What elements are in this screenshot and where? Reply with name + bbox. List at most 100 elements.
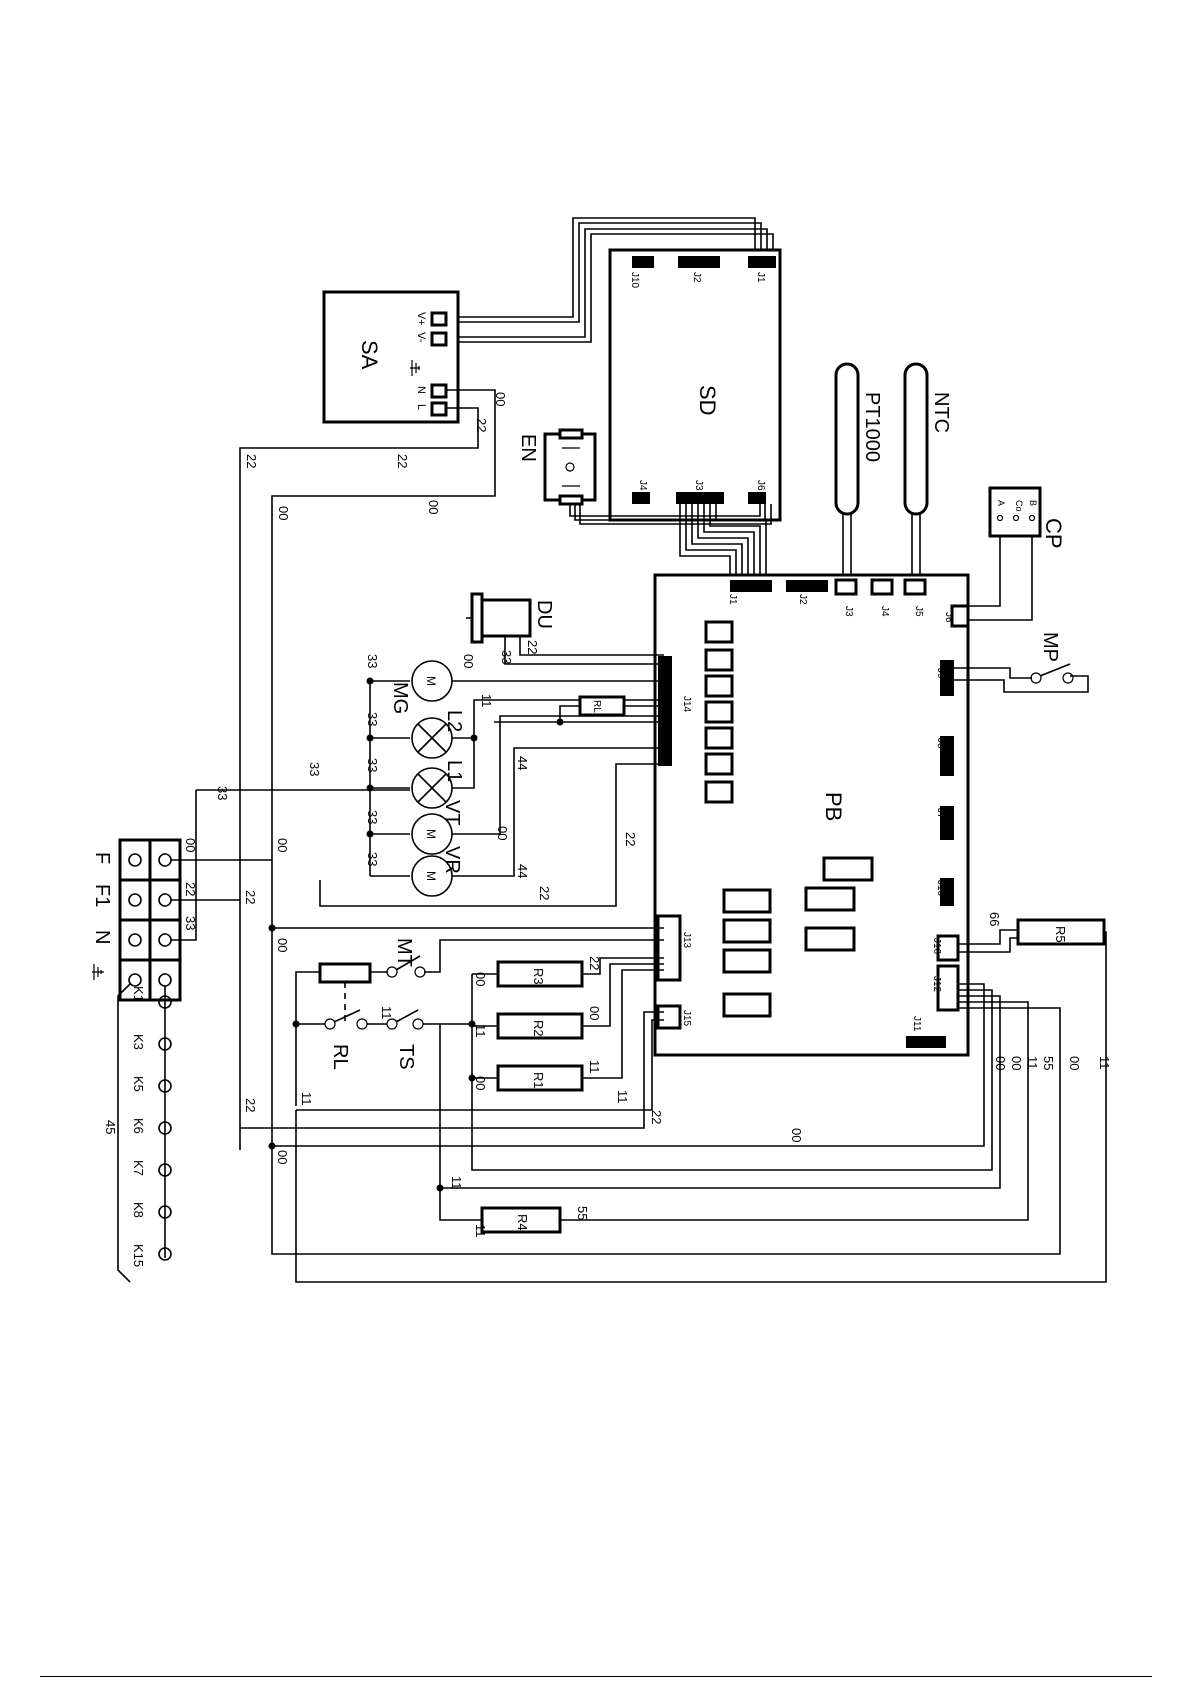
k-chain (117, 983, 172, 1283)
svg-text:22: 22 (537, 886, 552, 900)
svg-text:J3: J3 (843, 606, 854, 617)
pb-pin-headers (656, 578, 970, 1048)
svg-text:33: 33 (365, 852, 380, 866)
svg-text:J6: J6 (943, 612, 954, 623)
svg-text:J12: J12 (931, 976, 942, 993)
svg-text:J1: J1 (727, 594, 738, 605)
ntc-probe (903, 362, 929, 580)
svg-text:22: 22 (623, 832, 638, 846)
wire-label-00-vert2: 00 (275, 938, 290, 952)
wire-label-22-sa-l: 22 (474, 418, 489, 432)
svg-text:00: 00 (275, 1150, 290, 1164)
sa-power-wires (239, 389, 496, 1168)
pb-label: PB (821, 792, 846, 821)
load-junction-dots (366, 677, 478, 838)
du-component (466, 592, 664, 665)
sd-j2-label: J2 (691, 272, 702, 283)
svg-text:00: 00 (495, 826, 510, 840)
wire-label-00-sa-n: 00 (493, 392, 508, 406)
svg-text:J8: J8 (935, 738, 946, 749)
svg-text:J14: J14 (681, 696, 692, 713)
svg-text:44: 44 (515, 864, 530, 878)
r5-label: R5 (1053, 926, 1068, 943)
svg-text:22: 22 (587, 956, 602, 970)
sd-j3-label: J3 (693, 480, 704, 491)
en-component (543, 428, 772, 525)
svg-text:11: 11 (479, 694, 494, 708)
wire-label-00-left: 00 (276, 506, 291, 520)
vr-motor (411, 747, 664, 897)
mt-label: MT (393, 938, 415, 967)
svg-text:33: 33 (365, 758, 380, 772)
svg-text:M: M (424, 829, 438, 839)
rl-label: RL (329, 1044, 351, 1070)
terminal-n-label: N (91, 930, 113, 944)
wire-label-33-du: 33 (499, 650, 514, 664)
svg-text:00: 00 (1009, 1056, 1024, 1070)
terminal-block (118, 790, 272, 1002)
wire-label-22-terminal: 22 (183, 882, 198, 896)
svg-text:J13: J13 (681, 932, 692, 949)
pt1000-label: PT1000 (861, 392, 883, 462)
cp-b-label: B (1028, 500, 1038, 506)
n-bus-wire (268, 924, 664, 932)
svg-text:K7: K7 (131, 1160, 146, 1176)
svg-text:J2: J2 (797, 594, 808, 605)
sd-j1-label: J1 (755, 272, 766, 283)
svg-text:J7: J7 (935, 808, 946, 819)
pb-relays (704, 620, 874, 1018)
ts-rl-switches (292, 1009, 472, 1030)
vr-label: VR (441, 846, 463, 874)
svg-text:55: 55 (1041, 1056, 1056, 1070)
svg-text:11: 11 (449, 1176, 464, 1190)
wire-label-11-bottom: 11 (299, 1092, 314, 1106)
sa-ground-icon (410, 360, 420, 376)
wire-label-22-j15: 22 (649, 1110, 664, 1124)
r-wire-labels: 00 22 11 00 00 11 11 (473, 956, 630, 1104)
svg-text:M: M (424, 676, 438, 686)
svg-text:00: 00 (1067, 1056, 1082, 1070)
svg-text:J4: J4 (879, 606, 890, 617)
wire-label-22-du: 22 (525, 640, 540, 654)
wire-label-00-vert: 00 (275, 838, 290, 852)
mp-label: MP (1039, 632, 1061, 662)
sa-vplus-label: V+ (415, 312, 427, 326)
svg-text:33: 33 (365, 654, 380, 668)
r2-label: R2 (531, 1020, 546, 1037)
l1-lamp (411, 738, 475, 809)
svg-text:00: 00 (789, 1128, 804, 1142)
sa-n-label: N (415, 386, 427, 394)
wire-label-00-mid: 00 (426, 500, 441, 514)
svg-text:K6: K6 (131, 1118, 146, 1134)
svg-text:00: 00 (473, 972, 488, 986)
svg-text:J11: J11 (911, 1016, 922, 1032)
wire-label-22-vert: 22 (243, 890, 258, 904)
mg-motor (411, 660, 664, 702)
svg-text:00: 00 (587, 1006, 602, 1020)
ts-label: TS (395, 1044, 417, 1070)
svg-text:00: 00 (461, 654, 476, 668)
svg-text:11: 11 (1025, 1056, 1040, 1070)
svg-text:11: 11 (1097, 1056, 1112, 1070)
load-common-wires (196, 680, 410, 877)
svg-text:J10: J10 (935, 880, 946, 897)
wire-label-22-bottom: 22 (243, 1098, 258, 1112)
en-label: EN (517, 434, 539, 462)
load-wire-labels: 33 33 33 33 33 33 33 00 11 44 00 44 22 2… (215, 654, 638, 900)
svg-text:00: 00 (993, 1056, 1008, 1070)
r3-label: R3 (531, 968, 546, 985)
svg-text:J16: J16 (931, 938, 942, 955)
r-resistors (468, 957, 664, 1092)
k-labels: K1 K3 K5 K6 K7 K8 K15 45 (103, 986, 146, 1267)
cp-label: CP (1041, 518, 1066, 549)
cp-co-label: Co (1014, 500, 1024, 512)
bottom-wiring (268, 918, 1107, 1283)
wire-label-00-terminal: 00 (183, 838, 198, 852)
svg-text:J15: J15 (681, 1010, 692, 1027)
svg-text:K3: K3 (131, 1034, 146, 1050)
svg-text:44: 44 (515, 756, 530, 770)
pb-22-wire (319, 763, 664, 907)
pb-connector-labels: J1 J2 J3 J4 J5 J6 J9 J8 J7 J10 J16 J12 J… (681, 594, 954, 1032)
svg-text:33: 33 (307, 762, 322, 776)
